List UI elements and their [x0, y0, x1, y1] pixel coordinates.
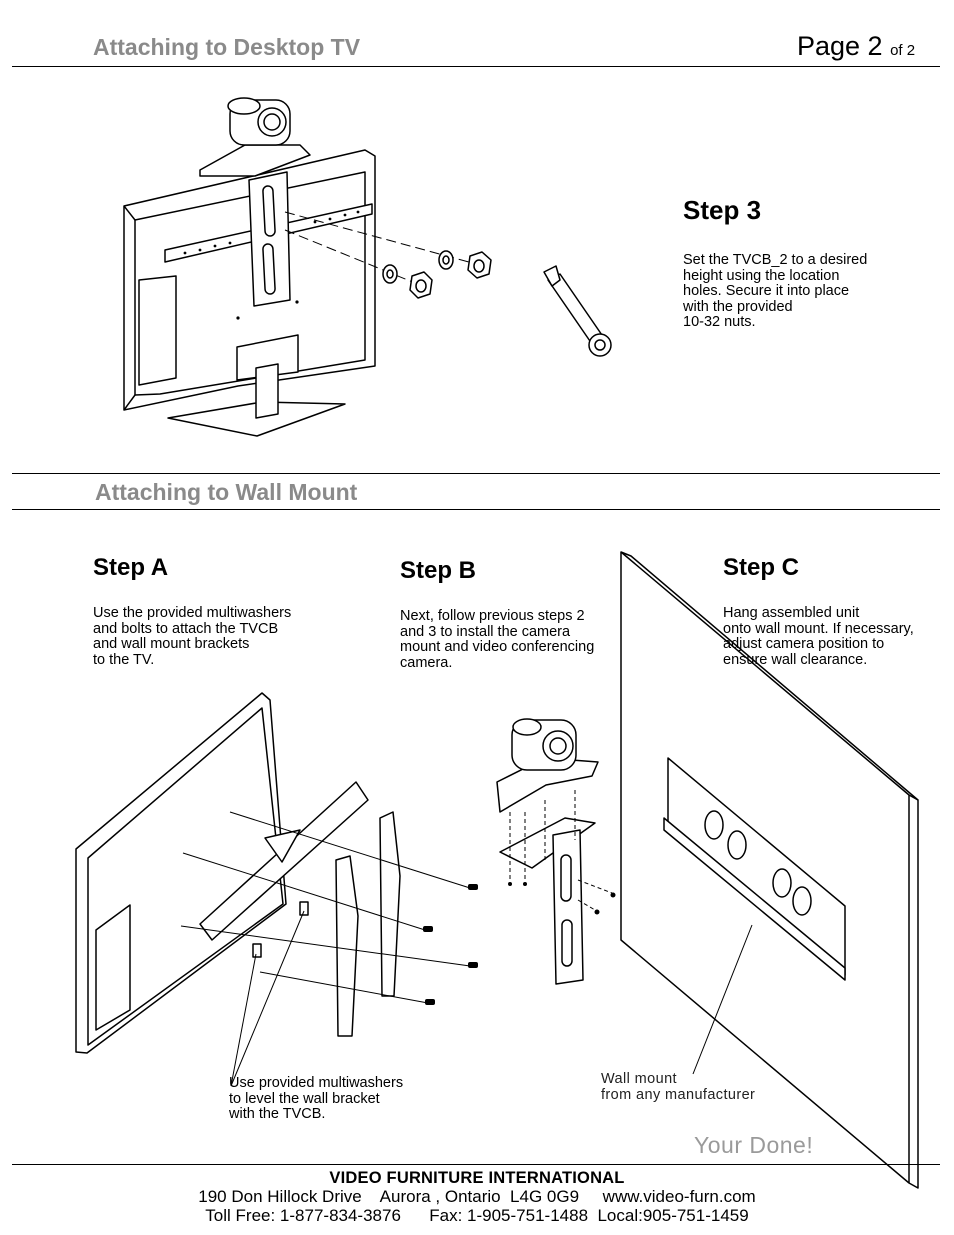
- tv-stand-neck: [237, 335, 298, 380]
- step-a-title: Step A: [93, 554, 169, 581]
- wall-mount-bracket: [664, 758, 845, 980]
- step-b-title: Step B: [400, 557, 477, 584]
- section-title-wall-mount: Attaching to Wall Mount: [95, 479, 358, 505]
- section-title-desktop-tv: Attaching to Desktop TV: [93, 34, 361, 60]
- callout-multiwashers: Use provided multiwashers to level the w…: [229, 1075, 404, 1122]
- step-3-title: Step 3: [683, 195, 762, 225]
- tv-stand-base: [168, 402, 345, 436]
- page-of: of 2: [890, 42, 916, 59]
- page-number: Page 2 of 2: [797, 31, 915, 62]
- wrench-icon: [544, 266, 611, 356]
- section-rule-top: [12, 473, 940, 474]
- footer-phone: Toll Free: 1-877-834-3876 Fax: 1-905-751…: [205, 1206, 749, 1225]
- section-rule-bottom: [12, 509, 940, 510]
- tv-side-port: [139, 276, 176, 385]
- step-3-text: Set the TVCB_2 to a desired height using…: [683, 252, 868, 330]
- footer-address: 190 Don Hillock Drive Aurora , Ontario L…: [198, 1187, 756, 1206]
- tvcb-bracket: [200, 782, 368, 940]
- footer-rule: [12, 1164, 940, 1165]
- step-c-text: Hang assembled unit onto wall mount. If …: [723, 605, 914, 668]
- callout-wall-mount: Wall mount from any manufacturer: [601, 1071, 756, 1103]
- page-label: Page 2: [797, 31, 883, 61]
- camera-bracket-vertical: [553, 830, 583, 984]
- step-b-text: Next, follow previous steps 2 and 3 to i…: [400, 608, 595, 671]
- wall-bracket-right: [380, 812, 400, 996]
- header-rule: [12, 66, 940, 67]
- footer-company: VIDEO FURNITURE INTERNATIONAL: [329, 1169, 625, 1187]
- done-message: Your Done!: [694, 1132, 814, 1158]
- step-a-text: Use the provided multiwashers and bolts …: [93, 605, 292, 668]
- multiwasher-2: [300, 902, 308, 915]
- bolts: [423, 884, 478, 1005]
- multiwasher-1: [253, 944, 261, 957]
- washer-nut-set: [383, 251, 491, 298]
- tv-port: [96, 905, 130, 1030]
- camera-plate: [500, 818, 595, 868]
- wall-bracket-left: [336, 856, 358, 1036]
- camera-bracket: [249, 172, 290, 306]
- step-c-title: Step C: [723, 554, 800, 581]
